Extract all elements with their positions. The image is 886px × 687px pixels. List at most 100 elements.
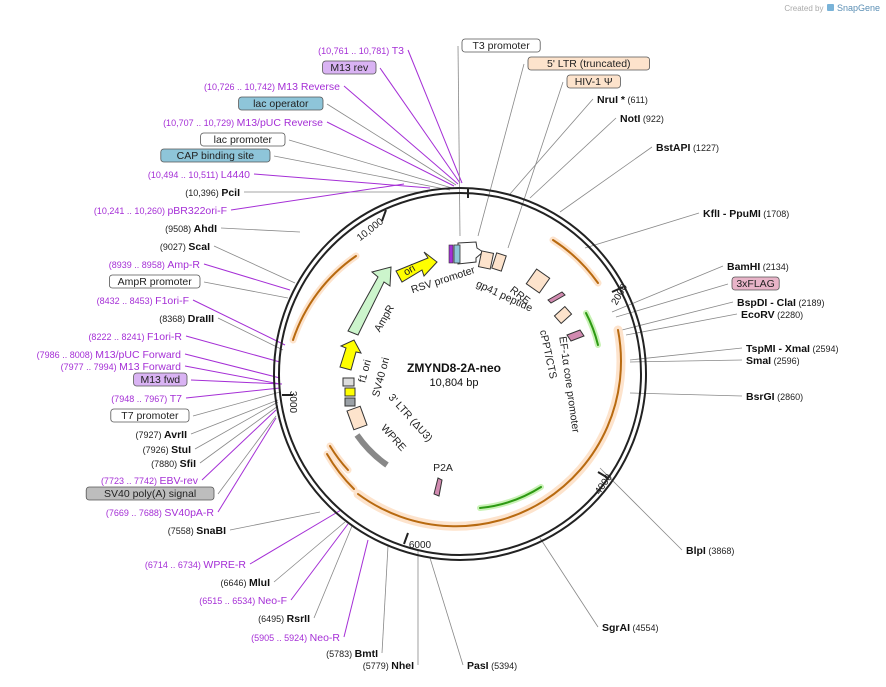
feature-label-m13-rev[interactable]: M13 rev — [322, 60, 377, 75]
snapgene-credit: Created by SnapGene — [784, 3, 880, 13]
feature-label-sfii[interactable]: (7880) SfiI — [151, 458, 196, 470]
label-text-noti: NotI (922) — [620, 113, 664, 125]
feature-label-ebv-rev[interactable]: (7723 .. 7742) EBV-rev — [101, 475, 199, 487]
feature-label-pbr322ori-f[interactable]: (10,241 .. 10,260) pBR322ori-F — [94, 205, 227, 217]
label-text-rsrii: (6495) RsrII — [258, 613, 310, 625]
leader-lines — [184, 45, 743, 666]
feature-name-kfli-ppumi: KflI - PpuMI — [703, 208, 761, 220]
feature-range-sv40pa-r: (7669 .. 7688) — [106, 508, 165, 518]
feature-name-t7: T7 — [170, 393, 182, 405]
feature-label-pcii[interactable]: (10,396) PciI — [185, 187, 240, 199]
label-text-f1ori-r: (8222 .. 8241) F1ori-R — [88, 331, 182, 343]
feature-name-bamhi: BamHI — [727, 261, 760, 273]
label-text-m13-puc-forward: (7986 .. 8008) M13/pUC Forward — [37, 349, 181, 361]
feature-range-m13-puc-reverse: (10,707 .. 10,729) — [163, 118, 237, 128]
feature-label-t3[interactable]: (10,761 .. 10,781) T3 — [318, 45, 404, 57]
map-label-p2a: P2A — [433, 462, 453, 474]
feature-label-rsrii[interactable]: (6495) RsrII — [258, 613, 310, 625]
feature-range-bamhi: (2134) — [760, 262, 789, 272]
feature-name-bspdi-clai: BspDI - ClaI — [737, 297, 796, 309]
labels-layer: (10,761 .. 10,781) T3 M13 rev (10,726 .. 1… — [37, 38, 839, 672]
feature-label-ecorv[interactable]: EcoRV (2280) — [741, 309, 803, 321]
leader-line-t3 — [407, 49, 463, 184]
feature-label-sgrai[interactable]: SgrAI (4554) — [602, 622, 659, 634]
label-text-scai: (9027) ScaI — [160, 241, 210, 253]
box-lac-operator — [238, 96, 324, 111]
leader-line-ecorv — [625, 313, 738, 336]
leader-line-sgrai — [539, 537, 599, 628]
feature-label-l4440[interactable]: (10,494 .. 10,511) L4440 — [148, 169, 250, 181]
feature-label-bmti[interactable]: (5783) BmtI — [326, 648, 378, 660]
feature-name-sv40pa-r: SV40pA-R — [164, 507, 214, 519]
feature-name-ecorv: EcoRV — [741, 309, 775, 321]
feature-range-blpi: (3868) — [706, 546, 735, 556]
feature-label-wpre-r[interactable]: (6714 .. 6734) WPRE-R — [145, 559, 247, 571]
feature-name-scai: ScaI — [188, 241, 210, 253]
feature-label-amp-r[interactable]: (8939 .. 8958) Amp-R — [109, 259, 201, 271]
feature-label-lac-operator[interactable]: lac operator — [238, 96, 324, 111]
feature-label-lac-promoter[interactable]: lac promoter — [200, 132, 286, 147]
feature-label-stui[interactable]: (7926) StuI — [143, 444, 191, 456]
feature-label-bstapi[interactable]: BstAPI (1227) — [656, 142, 719, 154]
feature-label-noti[interactable]: NotI (922) — [620, 113, 664, 125]
map-label-f1-ori: f1 ori — [356, 358, 374, 384]
feature-label-t3-promoter[interactable]: T3 promoter — [461, 38, 541, 53]
feature-label-f1ori-r[interactable]: (8222 .. 8241) F1ori-R — [88, 331, 182, 343]
label-text-t7: (7948 .. 7967) T7 — [111, 393, 182, 405]
feature-label-hiv-1[interactable]: HIV-1 Ψ — [566, 74, 621, 89]
feature-label-ampr-promoter[interactable]: AmpR promoter — [109, 274, 201, 289]
feature-range-wpre-r: (6714 .. 6734) — [145, 560, 204, 570]
feature-label-scai[interactable]: (9027) ScaI — [160, 241, 210, 253]
feature-label-tspmi-xmai[interactable]: TspMI - XmaI (2594) — [746, 343, 839, 355]
leader-line-m13-rev — [379, 67, 461, 184]
feature-name-pbr322ori-f: pBR322ori-F — [167, 205, 227, 217]
leader-line-scai — [213, 245, 296, 284]
feature-label-avrii[interactable]: (7927) AvrII — [136, 429, 188, 441]
feature-label-mlui[interactable]: (6646) MluI — [220, 577, 270, 589]
feature-name-f1ori-r: F1ori-R — [147, 331, 182, 343]
box-ampr-promoter — [109, 274, 201, 289]
feature-name-neo-f: Neo-F — [258, 595, 287, 607]
feature-label-bamhi[interactable]: BamHI (2134) — [727, 261, 789, 273]
feature-label-m13-reverse[interactable]: (10,726 .. 10,742) M13 Reverse — [204, 81, 340, 93]
feature-label-m13-fwd[interactable]: M13 fwd — [133, 372, 188, 387]
rsv-arrow — [457, 241, 484, 265]
leader-line-neo-r — [343, 539, 369, 638]
feature-label-nhei[interactable]: (5779) NheI — [363, 660, 414, 672]
feature-label-t7-promoter[interactable]: T7 promoter — [110, 408, 190, 423]
tick-label-6000: 6000 — [409, 540, 432, 551]
feature-label-bspdi-clai[interactable]: BspDI - ClaI (2189) — [737, 297, 824, 309]
feature-label-m13-forward[interactable]: (7977 .. 7994) M13 Forward — [61, 361, 182, 373]
feature-label-kfli-ppumi[interactable]: KflI - PpuMI (1708) — [703, 208, 789, 220]
feature-label-neo-r[interactable]: (5905 .. 5924) Neo-R — [251, 632, 340, 644]
feature-label-draiii[interactable]: (8368) DraIII — [159, 313, 214, 325]
feature-label-sv40pa-r[interactable]: (7669 .. 7688) SV40pA-R — [106, 507, 215, 519]
multi-feature-strip-2 — [448, 244, 454, 264]
feature-label-blpi[interactable]: BlpI (3868) — [686, 545, 734, 557]
label-text-m13-reverse: (10,726 .. 10,742) M13 Reverse — [204, 81, 340, 93]
feature-label-snabi[interactable]: (7558) SnaBI — [168, 525, 226, 537]
feature-name-wpre-r: WPRE-R — [203, 559, 246, 571]
feature-label-nrui[interactable]: NruI * (611) — [597, 94, 648, 106]
feature-label-t7[interactable]: (7948 .. 7967) T7 — [111, 393, 182, 405]
leader-line-lac-promoter — [288, 139, 453, 189]
leader-line-nrui — [509, 98, 594, 195]
feature-label-m13-puc-forward[interactable]: (7986 .. 8008) M13/pUC Forward — [37, 349, 181, 361]
feature-label-cap-binding-site[interactable]: CAP binding site — [160, 148, 271, 163]
bp-ticks — [282, 188, 624, 545]
feature-label-bsrgi[interactable]: BsrGI (2860) — [746, 391, 803, 403]
feature-label-neo-f[interactable]: (6515 .. 6534) Neo-F — [199, 595, 287, 607]
feature-label-f1ori-f[interactable]: (8432 .. 8453) F1ori-F — [97, 295, 189, 307]
feature-label-pasi[interactable]: PasI (5394) — [467, 660, 517, 672]
feature-label-5-ltr-truncated[interactable]: 5' LTR (truncated) — [527, 56, 650, 71]
gp41-peptide-glyph — [547, 291, 566, 304]
feature-label-3xflag[interactable]: 3xFLAG — [731, 276, 780, 291]
feature-name-tspmi-xmai: TspMI - XmaI — [746, 343, 810, 355]
feature-label-m13-puc-reverse[interactable]: (10,707 .. 10,729) M13/pUC Reverse — [163, 117, 323, 129]
feature-label-smai[interactable]: SmaI (2596) — [746, 355, 800, 367]
feature-name-draiii: DraIII — [188, 313, 214, 325]
feature-label-sv40-poly-a-signal[interactable]: SV40 poly(A) signal — [85, 486, 215, 501]
feature-name-mlui: MluI — [249, 577, 270, 589]
label-text-wpre-r: (6714 .. 6734) WPRE-R — [145, 559, 247, 571]
feature-label-ahdi[interactable]: (9508) AhdI — [165, 223, 217, 235]
